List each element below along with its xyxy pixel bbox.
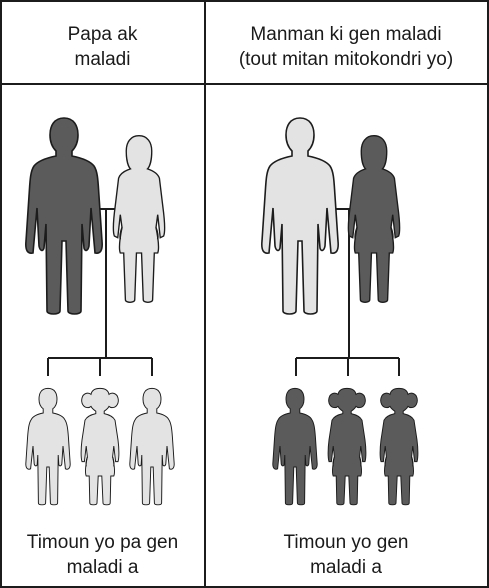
left-caption-line2: maladi a [4,555,201,580]
left-caption-line1: Timoun yo pa gen [4,530,201,555]
son-affected-figure [273,388,317,504]
right-caption-line1: Timoun yo gen [207,530,485,555]
mother-affected-figure [348,136,399,303]
father-unaffected-figure [262,118,338,314]
mother-unaffected-figure [113,136,164,303]
daughter-unaffected-figure [81,388,119,504]
right-column-caption: Timoun yo gen maladi a [207,530,485,580]
daughter-affected-figure [380,388,418,504]
left-header-line2: maladi [4,47,201,72]
right-header-line1: Manman ki gen maladi [207,22,485,47]
right-header-line2: (tout mitan mitokondri yo) [207,47,485,72]
son-unaffected-figure [130,388,174,504]
son-unaffected-figure [26,388,70,504]
father-affected-figure [26,118,102,314]
left-column-header: Papa ak maladi [4,22,201,72]
left-header-line1: Papa ak [4,22,201,47]
daughter-affected-figure [328,388,366,504]
left-column-caption: Timoun yo pa gen maladi a [4,530,201,580]
right-caption-line2: maladi a [207,555,485,580]
right-column-header: Manman ki gen maladi (tout mitan mitokon… [207,22,485,72]
